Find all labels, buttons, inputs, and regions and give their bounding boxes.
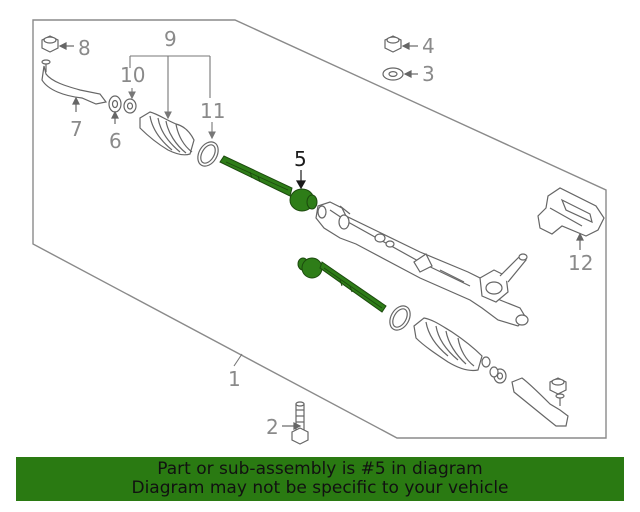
callout-11: 11 bbox=[200, 99, 225, 123]
callout-10: 10 bbox=[120, 63, 145, 87]
banner-line-disclaimer: Diagram may not be specific to your vehi… bbox=[131, 478, 509, 498]
callout-4: 4 bbox=[422, 34, 435, 58]
part-7-tie-rod-end-right[interactable] bbox=[511, 377, 569, 427]
part-9-boot-right[interactable] bbox=[413, 317, 491, 372]
part-11-clip-left[interactable] bbox=[194, 138, 223, 170]
part-5-inner-tie-rod-upper[interactable] bbox=[219, 155, 318, 212]
part-6-jam-nut-icon[interactable] bbox=[108, 95, 122, 124]
callout-leaders-9-10-11 bbox=[128, 55, 216, 140]
callout-2: 2 bbox=[266, 415, 279, 439]
callout-5-leader bbox=[295, 170, 307, 190]
part-1-steering-rack[interactable] bbox=[315, 201, 529, 327]
part-3-washer-icon[interactable] bbox=[382, 67, 418, 81]
part-9-boot-left[interactable] bbox=[139, 111, 195, 156]
callout-7: 7 bbox=[70, 117, 83, 141]
part-8-nut-icon[interactable] bbox=[41, 35, 74, 53]
part-10-clamp-right[interactable] bbox=[489, 366, 499, 378]
parts-diagram: 1 2 3 4 5 6 7 8 9 10 11 12 bbox=[32, 19, 607, 445]
banner-line-part-number: Part or sub-assembly is #5 in diagram bbox=[157, 459, 483, 479]
part-info-banner: Part or sub-assembly is #5 in diagram Di… bbox=[16, 457, 624, 501]
part-8-nut-right-icon[interactable] bbox=[549, 377, 567, 395]
callout-1-leader bbox=[233, 353, 243, 367]
part-4-nut-icon[interactable] bbox=[384, 35, 418, 53]
part-12-cover[interactable] bbox=[537, 187, 605, 250]
callout-8: 8 bbox=[78, 36, 91, 60]
part-10-clamp-icon[interactable] bbox=[123, 98, 137, 114]
part-2-bolt-icon[interactable] bbox=[282, 401, 309, 445]
callout-12: 12 bbox=[568, 251, 593, 275]
part-5-inner-tie-rod-lower[interactable] bbox=[297, 257, 387, 313]
callout-1: 1 bbox=[228, 367, 241, 391]
assembly-panel-outline bbox=[32, 19, 607, 439]
callout-6: 6 bbox=[109, 129, 122, 153]
part-11-clip-right[interactable] bbox=[386, 302, 415, 334]
callout-9: 9 bbox=[164, 27, 177, 51]
callout-5: 5 bbox=[294, 147, 307, 171]
part-7-tie-rod-end-left[interactable] bbox=[41, 59, 108, 112]
callout-3: 3 bbox=[422, 62, 435, 86]
